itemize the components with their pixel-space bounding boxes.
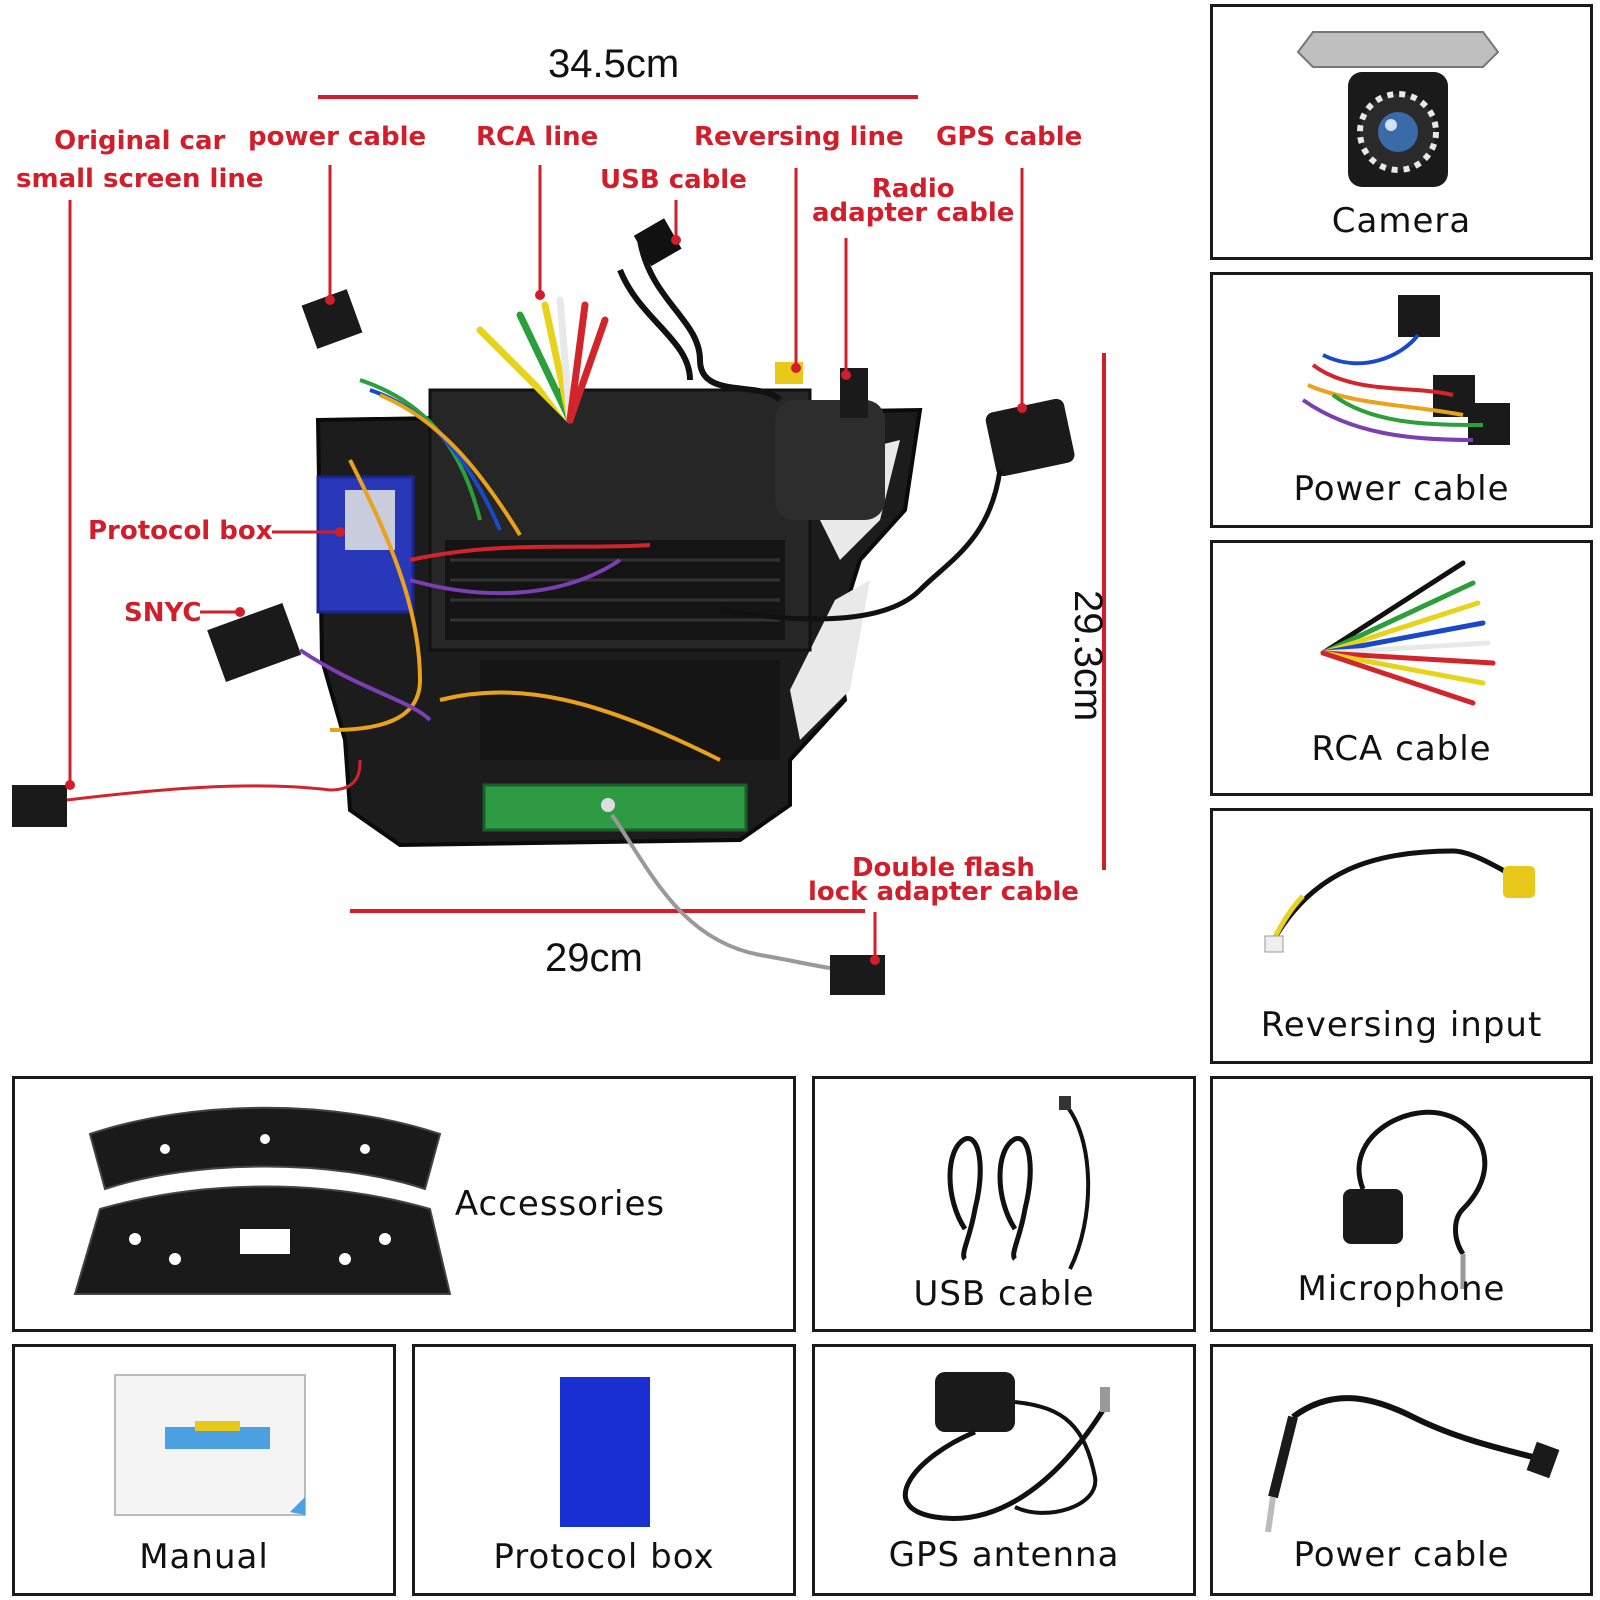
power-cable-label: power cable	[248, 122, 427, 152]
panel-rca-cable: RCA cable	[1210, 540, 1593, 796]
gps-antenna-icon	[902, 1372, 1110, 1521]
panel-camera: Camera	[1210, 4, 1593, 260]
panel-accessories-label: Accessories	[454, 1184, 666, 1224]
gps-antenna-illustration	[985, 398, 1075, 477]
usb-cable-label: USB cable	[600, 165, 747, 195]
panel-manual: Manual	[12, 1344, 396, 1596]
height-label: 29.3cm	[1066, 590, 1110, 722]
green-circuit-board	[482, 783, 748, 832]
rca-bundle	[476, 296, 609, 424]
usb-cable-icon	[947, 1096, 1091, 1270]
accessories-brackets-icon	[73, 1106, 452, 1295]
panel-reversing-input: Reversing input	[1210, 808, 1593, 1064]
panel-reversing-input-label: Reversing input	[1260, 1005, 1543, 1045]
unit-side-bulge	[775, 400, 885, 520]
panel-microphone-label: Microphone	[1297, 1269, 1506, 1309]
microphone-icon	[1343, 1109, 1488, 1289]
panel-gps-antenna-label: GPS antenna	[888, 1535, 1120, 1575]
panel-power-cable-label: Power cable	[1293, 469, 1510, 509]
protocol-box-callout: Protocol box	[88, 516, 273, 546]
panel-rca-cable-label: RCA cable	[1311, 729, 1492, 769]
top-width-label: 34.5cm	[548, 42, 680, 86]
camera-icon	[1296, 31, 1500, 187]
unit-lower-housing	[480, 660, 780, 760]
bottom-width-label: 29cm	[545, 936, 643, 980]
panel-microphone: Microphone	[1210, 1076, 1593, 1332]
snyc-connector	[207, 602, 302, 682]
reversing-line-label: Reversing line	[694, 122, 904, 152]
panel-power-cable: Power cable	[1210, 272, 1593, 528]
rca-cable-icon	[1320, 560, 1496, 706]
protocol-box-icon	[560, 1377, 650, 1527]
double-flash-label: Double flash lock adapter cable	[808, 853, 1079, 907]
head-unit-illustration	[12, 95, 1106, 995]
callout-leaders	[68, 165, 1024, 960]
gps-cable-label: GPS cable	[936, 122, 1083, 152]
original-screen-connector	[12, 785, 67, 827]
manual-booklet-icon	[114, 1374, 306, 1516]
panel-power-cable-2-label: Power cable	[1293, 1535, 1510, 1575]
panel-camera-label: Camera	[1331, 201, 1472, 241]
original-car-line-label: Original car small screen line	[16, 126, 264, 194]
power-harness-icon	[1301, 295, 1510, 445]
panel-power-cable-2: Power cable	[1210, 1344, 1593, 1596]
panel-usb-cable: USB cable	[812, 1076, 1196, 1332]
harness-wires	[298, 378, 721, 762]
rca-line-label: RCA line	[476, 122, 599, 152]
panel-gps-antenna: GPS antenna	[812, 1344, 1196, 1596]
panel-protocol-box-label: Protocol box	[493, 1537, 715, 1577]
unit-back-vents	[445, 540, 785, 640]
bezel-cutout-right-lower	[790, 580, 870, 740]
power-connector	[301, 289, 363, 349]
usb-cable-line	[637, 239, 783, 403]
panel-accessories: Accessories	[12, 1076, 796, 1332]
power-cable-icon	[1265, 1395, 1560, 1533]
reversing-cable-icon	[1264, 848, 1535, 953]
panel-protocol-box: Protocol box	[412, 1344, 796, 1596]
panel-manual-label: Manual	[139, 1537, 269, 1577]
panel-usb-cable-label: USB cable	[913, 1274, 1095, 1314]
snyc-callout: SNYC	[124, 598, 202, 628]
radio-adapter-label: Radio adapter cable	[812, 174, 1015, 228]
